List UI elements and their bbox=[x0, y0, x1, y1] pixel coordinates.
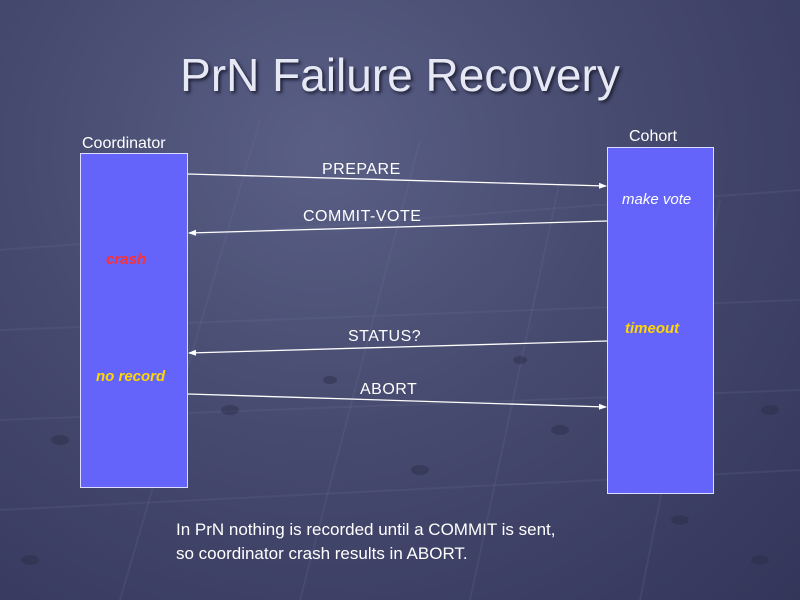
caption: In PrN nothing is recorded until a COMMI… bbox=[176, 518, 556, 566]
abort-label: ABORT bbox=[360, 381, 418, 398]
no-record-note: no record bbox=[96, 368, 166, 385]
prepare-arrow bbox=[187, 173, 607, 189]
timeout-note: timeout bbox=[625, 320, 680, 337]
status-arrow bbox=[188, 340, 608, 356]
make-vote-note: make vote bbox=[622, 191, 692, 208]
crash-note: crash bbox=[106, 251, 147, 268]
slide-title: PrN Failure Recovery bbox=[180, 49, 620, 101]
caption-line-2: so coordinator crash results in ABORT. bbox=[176, 544, 468, 563]
coordinator-box bbox=[80, 153, 188, 488]
cohort-label: Cohort bbox=[629, 128, 678, 145]
commit-vote-label: COMMIT-VOTE bbox=[303, 208, 422, 225]
abort-arrow bbox=[187, 393, 607, 410]
caption-line-1: In PrN nothing is recorded until a COMMI… bbox=[176, 520, 556, 539]
coordinator-label: Coordinator bbox=[82, 135, 166, 152]
prepare-label: PREPARE bbox=[322, 161, 401, 178]
commit-vote-arrow bbox=[188, 220, 608, 236]
status-label: STATUS? bbox=[348, 328, 422, 345]
cohort-box bbox=[607, 147, 714, 494]
